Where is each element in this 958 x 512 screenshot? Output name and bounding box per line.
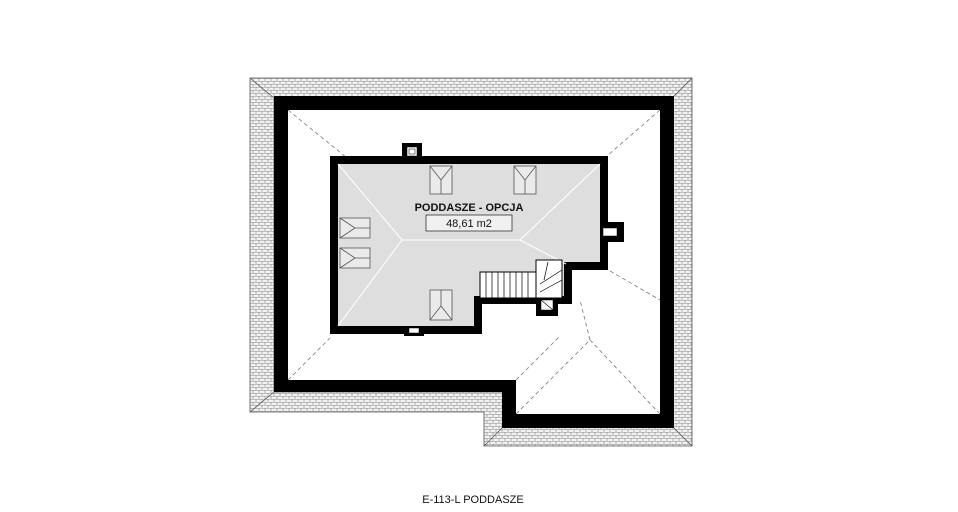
- room-area: 48,61 m2: [446, 218, 492, 230]
- skylight-3: [339, 217, 371, 239]
- skylight-4: [339, 247, 371, 269]
- room-label: PODDASZE - OPCJA 48,61 m2: [415, 202, 524, 232]
- chimney-bottom: [404, 326, 424, 336]
- stairs-icon: [479, 259, 563, 299]
- skylight-1: [429, 165, 453, 195]
- chimney-top: [402, 143, 422, 160]
- hip-lines: [287, 109, 661, 415]
- chimney-stair: [536, 296, 558, 316]
- chimney-right: [600, 222, 624, 242]
- skylight-2: [513, 165, 537, 195]
- plan-caption: E-113-L PODDASZE: [422, 494, 523, 506]
- attic-room: [330, 156, 608, 334]
- skylight-5: [429, 289, 453, 321]
- room-name: PODDASZE - OPCJA: [415, 202, 524, 214]
